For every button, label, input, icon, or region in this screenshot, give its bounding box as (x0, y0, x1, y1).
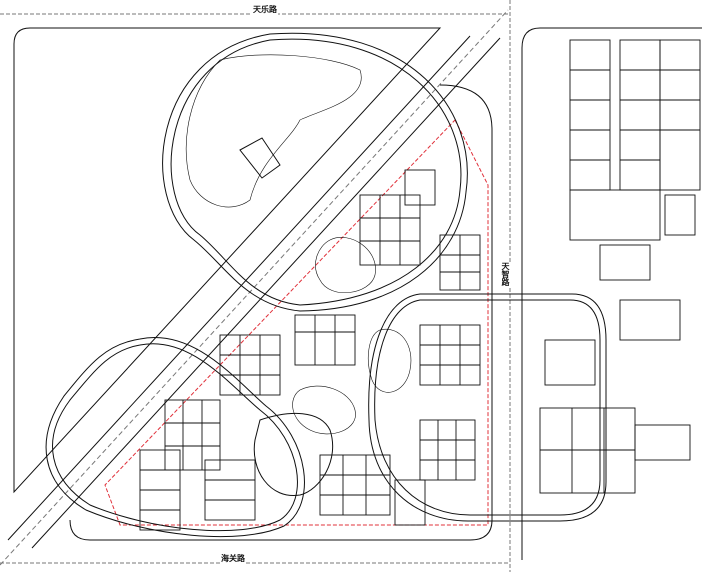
lake (185, 54, 362, 208)
garden (367, 328, 412, 393)
east-parcel-outline (521, 27, 702, 560)
north-road-label: 天乐路 (252, 4, 278, 15)
neighbor-buildings (539, 39, 701, 494)
diagonal-road-edge (31, 37, 501, 549)
campus-outline (69, 84, 493, 541)
south-road-label: 海关路 (220, 553, 246, 564)
school-buildings (139, 169, 481, 531)
diagonal-road-edge (7, 35, 471, 541)
west-parcel-outline (13, 27, 442, 494)
garden (292, 385, 356, 435)
site-boundary (104, 119, 489, 526)
east-road-label: 天智路 (499, 262, 512, 286)
pavilion (239, 137, 281, 179)
